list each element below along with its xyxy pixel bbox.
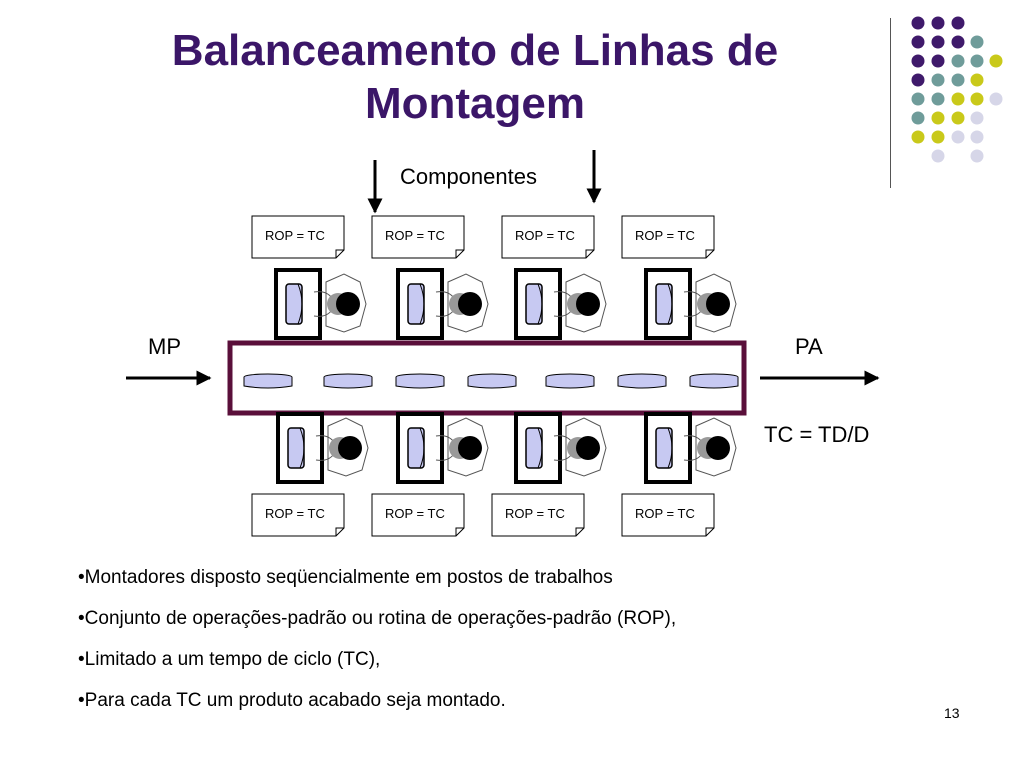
rop-note-top-3: ROP = TC [501, 215, 595, 259]
rop-note-bottom-3: ROP = TC [491, 493, 585, 537]
conveyor-part-1 [243, 373, 293, 389]
workstation-top-2 [396, 268, 490, 340]
page-number: 13 [944, 705, 960, 721]
slide-title-line-1: Balanceamento de Linhas de [171, 26, 779, 75]
components-label: Componentes [400, 164, 537, 189]
bullet-item: •Limitado a um tempo de ciclo (TC), [78, 649, 381, 670]
bullet-item: •Conjunto de operações-padrão ou rotina … [78, 608, 677, 629]
svg-text:ROP = TC: ROP = TC [385, 228, 445, 243]
workstation-bottom-3 [514, 412, 608, 484]
title-divider-line [890, 18, 891, 188]
rop-note-top-2: ROP = TC [371, 215, 465, 259]
workstation-top-4 [644, 268, 738, 340]
svg-text:ROP = TC: ROP = TC [635, 506, 695, 521]
rop-note-top-4: ROP = TC [621, 215, 715, 259]
conveyor-part-2 [323, 373, 373, 389]
conveyor-part-7 [689, 373, 739, 389]
workstation-bottom-1 [276, 412, 370, 484]
rop-note-bottom-1: ROP = TC [251, 493, 345, 537]
output-label-pa: PA [795, 334, 823, 359]
rop-note-bottom-4: ROP = TC [621, 493, 715, 537]
workstation-top-1 [274, 268, 368, 340]
rop-note-top-1: ROP = TC [251, 215, 345, 259]
input-label-mp: MP [148, 334, 181, 359]
slide-title-line-2: Montagem [365, 79, 585, 128]
bullet-list: •Montadores disposto seqüencialmente em … [78, 568, 676, 732]
svg-text:ROP = TC: ROP = TC [265, 506, 325, 521]
bullet-item: •Montadores disposto seqüencialmente em … [78, 567, 613, 588]
conveyor-belt [227, 340, 747, 416]
slide-title: Balanceamento de Linhas de Montagem [60, 24, 890, 130]
svg-text:ROP = TC: ROP = TC [385, 506, 445, 521]
workstation-bottom-4 [644, 412, 738, 484]
conveyor-part-6 [617, 373, 667, 389]
svg-text:ROP = TC: ROP = TC [635, 228, 695, 243]
svg-text:ROP = TC: ROP = TC [515, 228, 575, 243]
bullet-item: •Para cada TC um produto acabado seja mo… [78, 690, 506, 711]
rop-note-bottom-2: ROP = TC [371, 493, 465, 537]
workstation-bottom-2 [396, 412, 490, 484]
svg-text:ROP = TC: ROP = TC [265, 228, 325, 243]
workstation-top-3 [514, 268, 608, 340]
conveyor-part-3 [395, 373, 445, 389]
svg-text:ROP = TC: ROP = TC [505, 506, 565, 521]
cycle-time-formula: TC = TD/D [764, 422, 869, 447]
conveyor-part-4 [467, 373, 517, 389]
conveyor-part-5 [545, 373, 595, 389]
decorative-dot-grid [911, 16, 1003, 163]
assembly-line-diagram: Componentes ROP = TC ROP = TC ROP = TC R… [126, 150, 880, 537]
